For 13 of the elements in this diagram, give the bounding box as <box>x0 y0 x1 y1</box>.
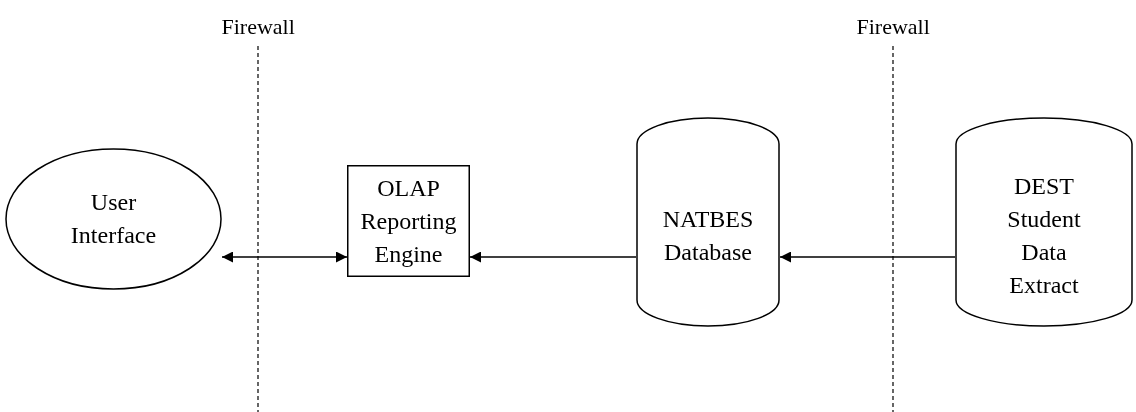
arrow <box>221 251 348 263</box>
arrow <box>469 251 637 263</box>
node-label: OLAP Reporting Engine <box>359 173 458 269</box>
firewall-label: Firewall <box>221 14 295 40</box>
node-label: DEST Student Data Extract <box>1006 172 1082 300</box>
firewall-label: Firewall <box>856 14 930 40</box>
node-label: User Interface <box>69 188 158 250</box>
node-label: NATBES Database <box>661 205 755 267</box>
database-cylinder <box>955 118 1133 326</box>
process-box <box>347 165 470 277</box>
database-cylinder <box>636 118 780 326</box>
arrow <box>779 251 956 263</box>
ellipse-node <box>5 148 222 290</box>
